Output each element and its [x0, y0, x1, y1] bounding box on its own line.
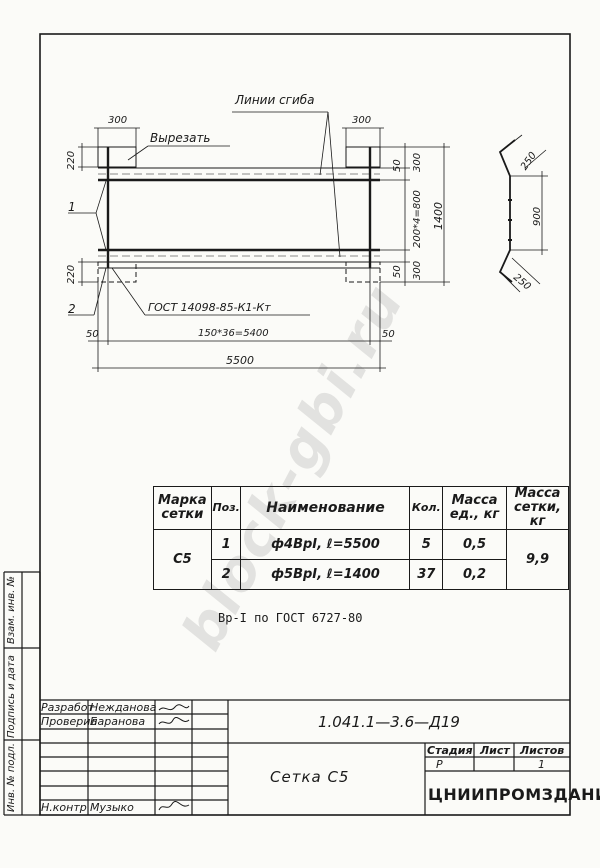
mesh-profile [498, 134, 548, 293]
dim-top-left: 300 [108, 115, 128, 126]
table-row: С5 1 ф4ВрI, ℓ=5500 5 0,5 9,9 [153, 529, 569, 590]
cut-label: Вырезать [150, 131, 211, 145]
row-name: ф4ВрI, ℓ=5500 [240, 529, 411, 560]
signature-mark-norm [158, 801, 190, 811]
steel-note: Вр-I по ГОСТ 6727-80 [218, 611, 363, 625]
mesh-mass: 9,9 [506, 529, 569, 590]
row-mass: 0,2 [442, 559, 508, 590]
dim-top-right: 300 [352, 115, 372, 126]
sheets-label: Листов [520, 744, 565, 757]
specification-table: Марка сетки Поз. Наименование Кол. Масса… [153, 486, 569, 590]
stage-label: Стадия [427, 744, 473, 757]
name-checker: Баранова [90, 715, 146, 728]
row-mass: 0,5 [442, 529, 508, 560]
organization-name: ЦНИИПРОМЗДАНИЙ [428, 785, 600, 804]
header-position: Поз. [210, 486, 242, 530]
position-2-label: 2 [68, 302, 76, 316]
bend-lines-label: Линии сгиба [235, 93, 315, 107]
row-quantity: 37 [409, 559, 444, 590]
header-mass-mesh: Масса сетки, кг [506, 486, 569, 530]
role-developer: Разработ [41, 701, 94, 714]
header-name: Наименование [240, 486, 411, 530]
header-quantity: Кол. [409, 486, 444, 530]
sheet-title: Сетка С5 [270, 768, 350, 786]
stamp-replace-inv: Взам. инв. № [6, 576, 17, 644]
document-code: 1.041.1—3.6—Д19 [318, 713, 460, 731]
name-developer: Нежданова [90, 701, 157, 714]
mesh-mark: С5 [153, 529, 212, 590]
dim-bottom-total: 5500 [226, 354, 254, 367]
gost-weld-label: ГОСТ 14098-85-К1-Кт [148, 301, 271, 314]
stamp-sign-date: Подпись и дата [6, 655, 17, 738]
mesh-plan [68, 111, 450, 372]
stage-value: Р [436, 758, 443, 771]
role-norm-control: Н.контр [41, 801, 87, 814]
dim-bottom-50-right: 50 [382, 329, 395, 340]
position-1-label: 1 [68, 200, 76, 214]
sheet-frame [39, 33, 571, 816]
dim-bottom-50-left: 50 [86, 329, 99, 340]
name-norm-control: Музыко [90, 801, 134, 814]
title-block-grid [40, 699, 570, 815]
table-row: 2 ф5ВрI, ℓ=1400 37 0,2 [154, 559, 569, 590]
header-mark: Марка сетки [153, 486, 212, 530]
stamp-inv-orig: Инв. № подл. [6, 743, 17, 812]
row-name: ф5ВрI, ℓ=1400 [240, 559, 411, 590]
signature-marks [158, 704, 190, 725]
header-mass-unit: Масса ед., кг [442, 486, 508, 530]
dim-bottom-pitch: 150*36=5400 [198, 328, 269, 339]
sheet-label: Лист [480, 744, 510, 757]
sheets-value: 1 [538, 758, 545, 771]
role-checker: Проверил [41, 715, 98, 728]
